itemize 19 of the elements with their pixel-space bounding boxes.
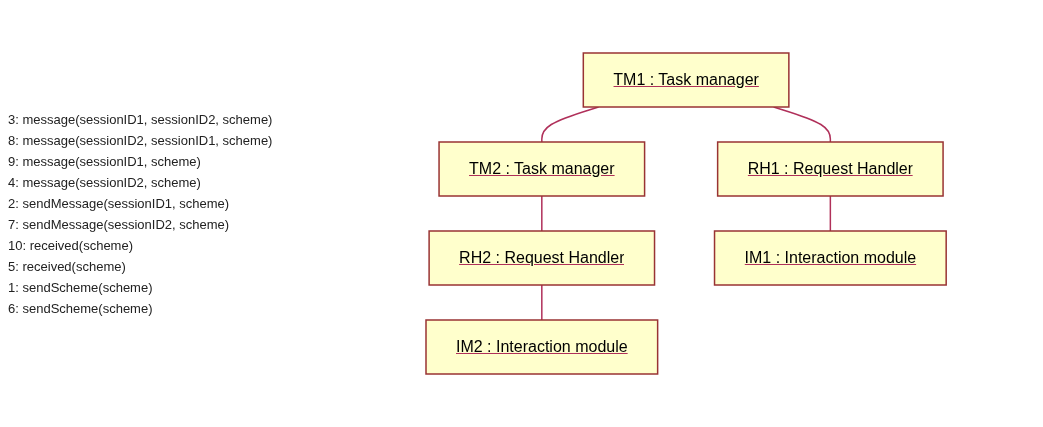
node-box: IM1 : Interaction module bbox=[714, 230, 948, 286]
message-label: 6: sendScheme(scheme) bbox=[8, 300, 154, 316]
message-label: 3: message(sessionID1, sessionID2, scheme) bbox=[8, 111, 274, 127]
message-label: 8: message(sessionID2, sessionID1, scheme) bbox=[8, 132, 274, 148]
message-label: 5: received(scheme) bbox=[8, 258, 127, 274]
node-box: RH2 : Request Handler bbox=[428, 230, 656, 286]
connector bbox=[541, 195, 543, 232]
message-label: 2: sendMessage(sessionID1, scheme) bbox=[8, 195, 231, 211]
message-label: 10: received(scheme) bbox=[8, 237, 134, 253]
node-box: IM2 : Interaction module bbox=[425, 319, 659, 375]
message-label: 4: message(sessionID2, scheme) bbox=[8, 174, 202, 190]
message-label: 9: message(sessionID1, scheme) bbox=[8, 153, 202, 169]
message-label: 1: sendScheme(scheme) bbox=[8, 279, 154, 295]
node-box: TM2 : Task manager bbox=[438, 141, 646, 197]
node-box: RH1 : Request Handler bbox=[717, 141, 945, 197]
message-label: 7: sendMessage(sessionID2, scheme) bbox=[8, 216, 231, 232]
connector bbox=[830, 195, 832, 232]
node-box: TM1 : Task manager bbox=[582, 52, 790, 108]
connector bbox=[541, 284, 543, 321]
